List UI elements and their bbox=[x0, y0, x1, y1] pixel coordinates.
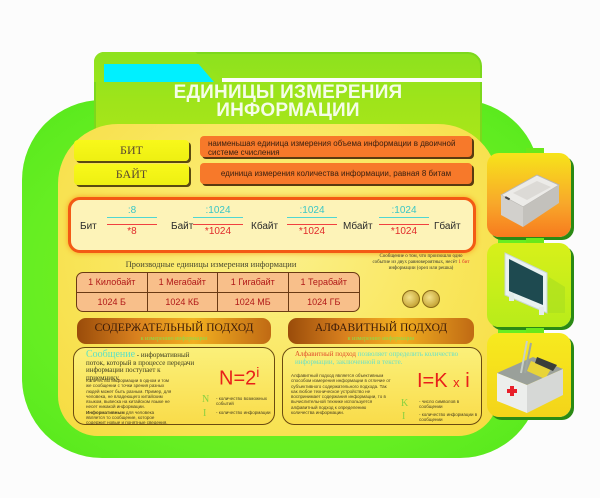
alphabetic-body: Алфавитный подход является объективным с… bbox=[291, 373, 391, 416]
alphabetic-approach-panel: Алфавитный подход позволяет определить к… bbox=[282, 347, 482, 425]
definition-byte: единица измерения количества информации,… bbox=[200, 163, 472, 184]
table-header-cell: 1 Гигабайт bbox=[218, 273, 289, 293]
content-lead: Сообщение - информативный поток, который… bbox=[86, 349, 196, 382]
first-aid-tile bbox=[487, 333, 571, 417]
coin-note-text-end: информации (орел или решка) bbox=[388, 266, 454, 271]
alphabetic-lead: Алфавитный подход позволяет определить к… bbox=[295, 350, 475, 366]
divide-label: :8 bbox=[127, 205, 137, 216]
tile-connector bbox=[526, 238, 544, 246]
conversion-step-4: :1024 *1024 bbox=[379, 205, 429, 238]
unit-gbyte: Гбайт bbox=[434, 221, 461, 232]
content-approach-subtitle: к измерению информации bbox=[140, 336, 208, 342]
title-line-1: ЕДИНИЦЫ ИЗМЕРЕНИЯ bbox=[173, 82, 403, 103]
table-header-cell: 1 Килобайт bbox=[77, 273, 148, 293]
definition-bit: наименьшая единица измерения объема инфо… bbox=[200, 136, 472, 157]
folder-notch bbox=[222, 78, 482, 82]
content-approach-title: СОДЕРЖАТЕЛЬНЫЙ ПОДХОД bbox=[94, 322, 254, 334]
multiply-line bbox=[287, 224, 337, 225]
multiply-label: *1024 bbox=[204, 226, 232, 237]
legend-letter: N bbox=[202, 394, 210, 405]
lead-term: Алфавитный подход bbox=[295, 350, 356, 358]
formula-i: I=K x i bbox=[417, 370, 470, 393]
monitor-icon bbox=[504, 252, 565, 315]
term-byte: БАЙТ bbox=[74, 164, 189, 185]
multiply-label: *1024 bbox=[298, 226, 326, 237]
tile-connector bbox=[526, 148, 544, 156]
unit-kbyte: Кбайт bbox=[251, 221, 279, 232]
divide-label: :1024 bbox=[391, 205, 417, 216]
formula-exponent: i bbox=[256, 364, 260, 380]
legend-text: - количество информации bbox=[216, 410, 271, 415]
title-line-2: ИНФОРМАЦИИ bbox=[216, 100, 360, 121]
legend-text: - количество возможных событий bbox=[216, 396, 267, 406]
tile-connector bbox=[526, 328, 544, 336]
alphabetic-approach-header: АЛФАВИТНЫЙ ПОДХОД к измерению информации bbox=[288, 318, 474, 344]
coin-tails-icon bbox=[422, 290, 440, 308]
content-body: Количество информации в одном и том же с… bbox=[86, 378, 174, 426]
divide-line bbox=[379, 217, 429, 218]
printer-tile bbox=[487, 153, 571, 237]
formula-base: N=2 bbox=[219, 367, 257, 390]
derived-units-table: 1 Килобайт 1 Мегабайт 1 Гигабайт 1 Тераб… bbox=[76, 272, 360, 312]
body-paragraph: Количество информации в одном и том же с… bbox=[86, 378, 172, 410]
divide-label: :1024 bbox=[205, 205, 231, 216]
alphabetic-approach-subtitle: к измерению информации bbox=[347, 336, 415, 342]
conversion-step-1: :8 *8 bbox=[107, 205, 157, 238]
alphabetic-approach-title: АЛФАВИТНЫЙ ПОДХОД bbox=[314, 322, 448, 334]
derived-units-caption: Производные единицы измерения информации bbox=[125, 259, 297, 269]
formula-n: N=2i bbox=[219, 364, 259, 391]
legend-text: - число символов в сообщении bbox=[419, 399, 460, 409]
multiply-label: *1024 bbox=[390, 226, 418, 237]
formula-left: I=K bbox=[417, 370, 448, 392]
multiply-line bbox=[193, 224, 243, 225]
legend-letter: I bbox=[402, 411, 406, 422]
unit-mbyte: Мбайт bbox=[343, 221, 373, 232]
legend-letter: K bbox=[401, 398, 409, 409]
multiply-label: *8 bbox=[127, 226, 137, 237]
divide-line bbox=[287, 217, 337, 218]
conversion-chain: Бит :8 *8 Байт :1024 *1024 Кбайт :1024 *… bbox=[68, 197, 476, 253]
lead-text: - информативный поток, который в процесс… bbox=[86, 351, 195, 382]
table-cell: 1024 МБ bbox=[218, 293, 289, 311]
table-cell: 1024 ГБ bbox=[307, 297, 341, 307]
content-approach-panel: Сообщение - информативный поток, который… bbox=[73, 347, 275, 425]
table-header-cell: 1 Терабайт bbox=[288, 273, 359, 293]
formula-operator: x bbox=[453, 375, 460, 390]
first-aid-box-icon bbox=[497, 340, 563, 413]
legend-letter: I bbox=[203, 408, 207, 419]
multiply-line bbox=[379, 224, 429, 225]
formula-right: i bbox=[465, 370, 470, 392]
lead-text: позволяет определить количество информац… bbox=[295, 350, 459, 366]
conversion-step-2: :1024 *1024 bbox=[193, 205, 243, 238]
divide-label: :1024 bbox=[299, 205, 325, 216]
content-approach-header: СОДЕРЖАТЕЛЬНЫЙ ПОДХОД к измерению информ… bbox=[77, 318, 271, 344]
table-cell: 1024 КБ bbox=[148, 293, 218, 311]
unit-bit: Бит bbox=[80, 221, 97, 232]
coin-note-highlight: 1 бит bbox=[458, 260, 470, 265]
coin-note-text: Сообщение о том, что произошло одно собы… bbox=[372, 254, 463, 265]
divide-line bbox=[107, 217, 157, 218]
table-header-cell: 1 Мегабайт bbox=[147, 273, 218, 293]
coin-note: Сообщение о том, что произошло одно собы… bbox=[372, 254, 470, 272]
divide-line bbox=[193, 217, 243, 218]
term-bit: БИТ bbox=[74, 140, 189, 161]
unit-byte: Байт bbox=[171, 221, 194, 232]
body-paragraph: для человека является то сообщение, кото… bbox=[86, 409, 168, 426]
multiply-line bbox=[107, 224, 157, 225]
lead-term: Сообщение bbox=[86, 349, 136, 360]
conversion-step-3: :1024 *1024 bbox=[287, 205, 337, 238]
monitor-tile bbox=[487, 243, 571, 327]
coin-heads-icon bbox=[402, 290, 420, 308]
printer-icon bbox=[499, 174, 561, 227]
poster-title: ЕДИНИЦЫ ИЗМЕРЕНИЯ ИНФОРМАЦИИ bbox=[94, 82, 482, 121]
legend-text: - количество информации в сообщении bbox=[419, 412, 478, 422]
folder-cyan-label bbox=[104, 64, 214, 82]
table-cell: 1024 Б bbox=[77, 293, 148, 311]
body-bold: Информативным bbox=[86, 409, 125, 415]
